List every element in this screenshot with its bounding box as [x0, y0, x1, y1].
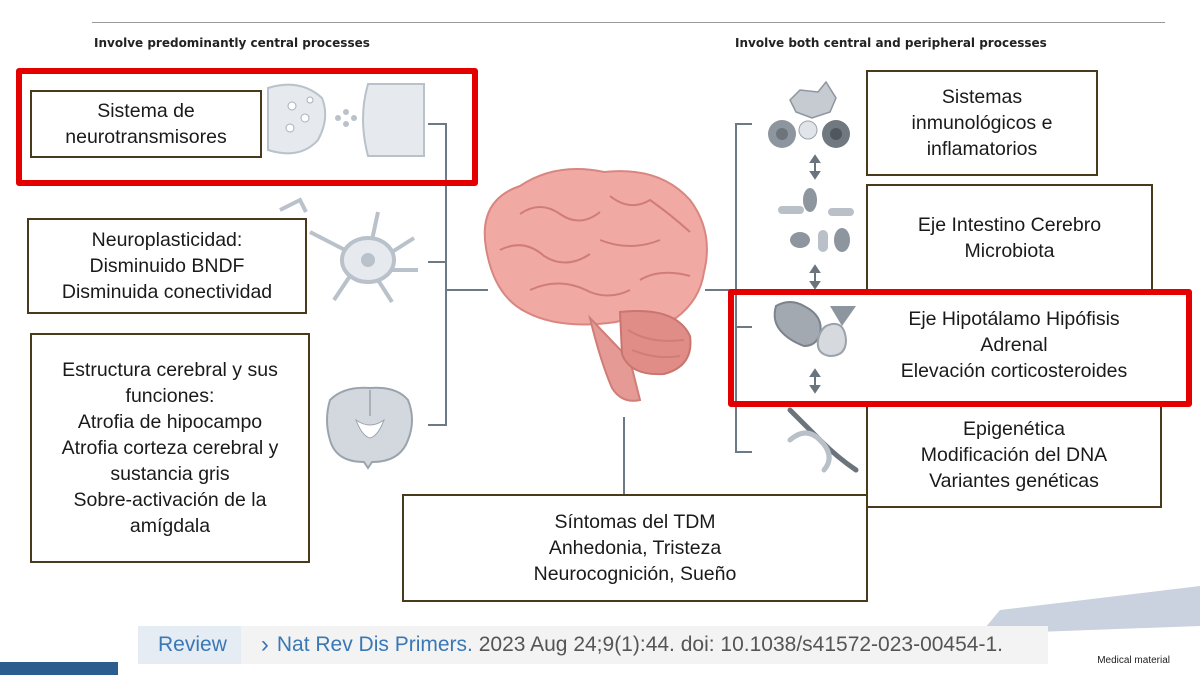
right-header: Involve both central and peripheral proc…: [735, 36, 1047, 50]
bacteria-icon: [778, 188, 854, 252]
review-badge[interactable]: Review: [138, 626, 241, 664]
immune-box: Sistemas inmunológicos e inflamatorios: [866, 70, 1098, 176]
immune-cells-icon: [768, 80, 850, 148]
brain-structure-box: Estructura cerebral y sus funciones: Atr…: [30, 333, 310, 563]
highlight-neurotransmitters: [16, 68, 478, 186]
hpa-axis-box: Eje Hipotálamo Hipófisis Adrenal Elevaci…: [900, 308, 1128, 382]
symptoms-box: Síntomas del TDM Anhedonia, Tristeza Neu…: [402, 494, 868, 602]
brain-icon: [483, 168, 708, 402]
right-arrows: [809, 154, 821, 394]
neuron-icon: [279, 197, 418, 304]
brain-section-icon: [326, 386, 413, 470]
gut-brain-box: Eje Intestino Cerebro Microbiota: [866, 184, 1153, 292]
top-rule: [92, 22, 1165, 23]
highlight-hpa-axis: [728, 289, 1192, 407]
dna-icon: [787, 407, 859, 473]
citation-bar: Review › Nat Rev Dis Primers. 2023 Aug 2…: [138, 626, 1048, 664]
chevron-right-icon: ›: [260, 631, 269, 658]
epigenetics-box: Epigenética Modificación del DNA Variant…: [866, 402, 1162, 508]
left-connector: [428, 123, 488, 426]
journal-link[interactable]: Nat Rev Dis Primers.: [276, 633, 473, 656]
neurotransmitters-box: Sistema de neurotransmisores: [30, 90, 262, 158]
synapse-icon: [267, 83, 425, 157]
citation-text: 2023 Aug 24;9(1):44. doi: 10.1038/s41572…: [472, 633, 1003, 656]
footer-label: Medical material: [1097, 655, 1170, 666]
neuroplasticity-box: Neuroplasticidad: Disminuido BNDF Dismin…: [27, 218, 307, 314]
left-header: Involve predominantly central processes: [94, 36, 370, 50]
footer-band: [0, 586, 1200, 675]
pituitary-icon: [773, 301, 856, 358]
